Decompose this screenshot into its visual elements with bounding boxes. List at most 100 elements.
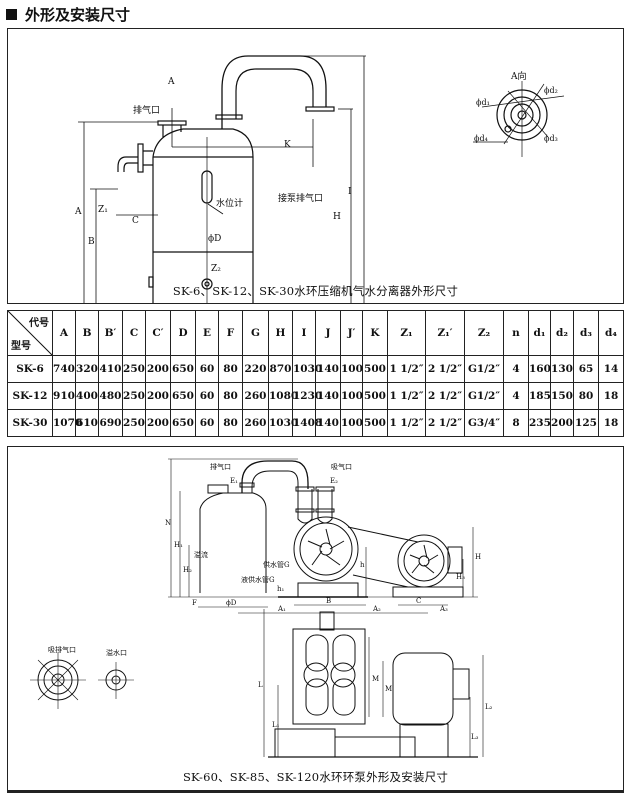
label-a-arrow: A: [167, 77, 175, 87]
value-cell: 140: [315, 355, 341, 383]
label-h2: H₂: [183, 566, 192, 574]
value-cell: 18: [598, 409, 624, 437]
side-elbow: [117, 156, 138, 172]
value-cell: 150: [550, 382, 574, 410]
value-cell: 500: [362, 382, 388, 410]
corner-label-model: 型号: [11, 341, 31, 352]
column-header: d₃: [573, 310, 599, 356]
column-header: Z₂: [464, 310, 504, 356]
value-cell: 80: [218, 382, 243, 410]
pump-base: [297, 582, 359, 598]
label-n: N: [165, 519, 171, 527]
value-cell: 60: [195, 409, 219, 437]
table-header-row: 代号 型号 A B B′ C C′ D E F G H I J J′ K Z₁ …: [7, 310, 624, 356]
column-header: J: [315, 310, 341, 356]
column-header: J′: [340, 310, 363, 356]
suction-exhaust-flange-view: [30, 652, 86, 709]
value-cell: 1 1/2″: [387, 355, 426, 383]
value-cell: 870: [268, 355, 293, 383]
value-cell: 320: [75, 355, 99, 383]
pump-impeller: [307, 528, 345, 566]
label-z2: Z₂: [211, 264, 221, 274]
label-overflow: 溢流: [194, 550, 208, 559]
model-cell: SK-6: [7, 355, 53, 383]
value-cell: 250: [122, 355, 146, 383]
vessel-outline: [152, 128, 254, 303]
column-header: Z₁′: [425, 310, 465, 356]
value-cell: 18: [598, 382, 624, 410]
label-a: A: [74, 207, 82, 217]
port-flange: [315, 486, 335, 492]
value-cell: 250: [122, 409, 146, 437]
label-h3: H₃: [456, 573, 465, 581]
pipe-flange: [239, 482, 255, 488]
corner-cell: 代号 型号: [7, 310, 53, 356]
value-cell: G3/4″: [464, 409, 504, 437]
label-h: H: [333, 212, 341, 222]
value-cell: 260: [242, 409, 269, 437]
column-header: d₁: [528, 310, 551, 356]
value-cell: 160: [528, 355, 551, 383]
model-cell: SK-12: [7, 382, 53, 410]
label-l1: L₁: [272, 721, 280, 729]
exhaust-neck: [162, 125, 182, 137]
value-cell: 200: [145, 382, 171, 410]
label-pump-exhaust-port: 接泵排气口: [278, 192, 323, 204]
column-header: D: [170, 310, 196, 356]
value-cell: 2 1/2″: [425, 355, 465, 383]
label-m2: M: [385, 685, 392, 693]
label-d2: ϕd₂: [544, 86, 558, 95]
column-header: I: [292, 310, 316, 356]
value-cell: 80: [218, 355, 243, 383]
dimensions-table: 代号 型号 A B B′ C C′ D E F G H I J J′ K Z₁ …: [7, 310, 624, 437]
value-cell: 650: [170, 409, 196, 437]
pump-caption: SK-60、SK-85、SK-120水环环泵外形及安装尺寸: [182, 770, 449, 784]
value-cell: 130: [550, 355, 574, 383]
label-overflow-port: 溢水口: [106, 648, 127, 657]
label-k: K: [284, 140, 291, 150]
value-cell: G1/2″: [464, 382, 504, 410]
value-cell: 235: [528, 409, 551, 437]
value-cell: 1030: [268, 409, 298, 437]
separator-diagram-panel: A 排气口 K 接泵排气口 水位计 ϕD Z₂ Z₁ C A B E H I A…: [7, 28, 624, 304]
value-cell: 1070: [52, 409, 82, 437]
label-d4: ϕd₄: [474, 134, 488, 143]
column-header: K: [362, 310, 388, 356]
value-cell: 410: [98, 355, 123, 383]
label-exhaust-port: 排气口: [133, 104, 160, 116]
value-cell: 1 1/2″: [387, 382, 426, 410]
label-h: H: [475, 553, 481, 561]
tank-exhaust-flange: [207, 484, 229, 494]
label-l3: L₃: [471, 733, 479, 741]
column-header: E: [195, 310, 219, 356]
label-c: C: [132, 216, 139, 226]
pump-dimension-lines: [168, 458, 478, 614]
label-b: B: [326, 597, 331, 605]
pump-housing-inner: [299, 522, 353, 576]
port-flange: [315, 508, 335, 513]
label-h1: H₁: [174, 541, 183, 549]
value-cell: 185: [528, 382, 551, 410]
value-cell: 610: [75, 409, 99, 437]
motor-shaft: [418, 555, 430, 567]
drive-belt: [352, 574, 409, 588]
label-suction-port: 吸气口: [331, 462, 352, 471]
value-cell: 100: [340, 409, 363, 437]
value-cell: 4: [503, 382, 529, 410]
motor-pulley-inner: [403, 540, 445, 582]
overflow-flange-view: [98, 662, 134, 699]
label-d1: ϕd₁: [476, 98, 490, 107]
column-header: F: [218, 310, 243, 356]
value-cell: 200: [550, 409, 574, 437]
label-l: L: [258, 681, 263, 689]
separator-caption: SK-6、SK-12、SK-30水环压缩机气水分离器外形尺寸: [172, 284, 459, 298]
pump-diagram-panel: 排气口 吸气口 E₁ E₂ N H₁ H₂ 溢流 供水管G 液供水管G h h₁…: [7, 446, 624, 793]
value-cell: 125: [573, 409, 599, 437]
label-aux-supply-pipe: 液供水管G: [241, 575, 275, 584]
side-neck: [143, 150, 153, 166]
label-h1-small: h₁: [277, 585, 285, 593]
bullet-square-icon: [6, 9, 17, 20]
